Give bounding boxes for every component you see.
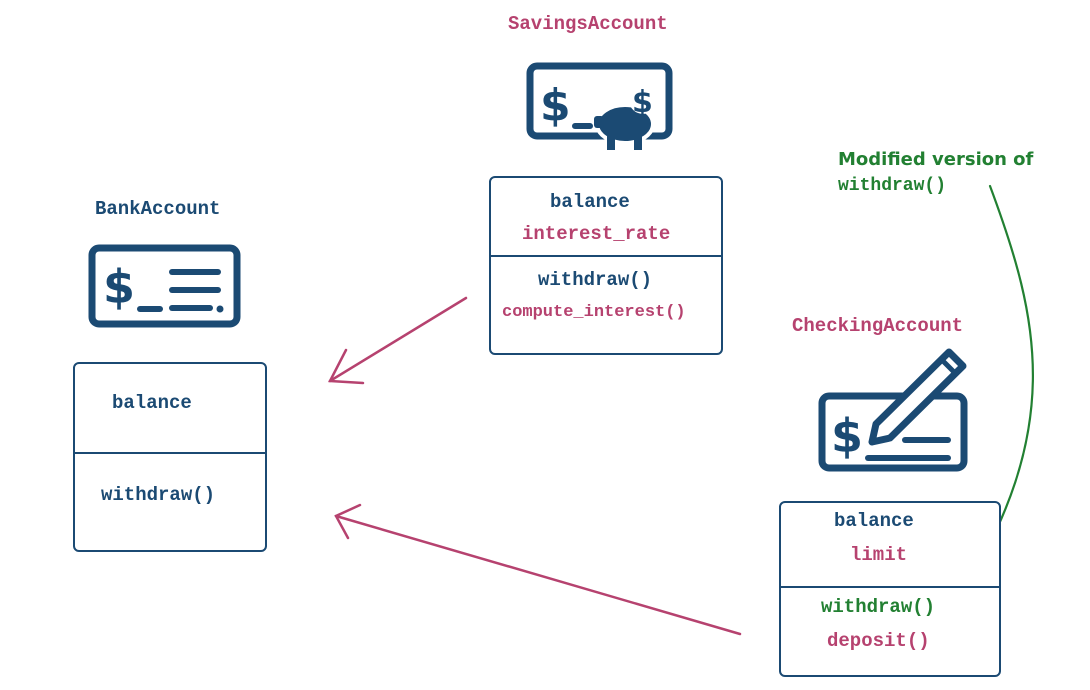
dollar-check-icon: $ [88,244,241,328]
savings-account-title: SavingsAccount [508,13,668,35]
dollar-piggy-bank-icon: $ $ [526,62,673,150]
checking-to-bank-arrow [334,503,742,636]
checking-account-title: CheckingAccount [792,315,964,337]
svg-text:$: $ [103,260,135,314]
checking-method-withdraw: withdraw() [821,596,936,618]
savings-account-class-box [489,176,723,355]
savings-attribute-balance: balance [550,191,630,213]
savings-method-withdraw: withdraw() [538,269,653,291]
class-divider [491,255,721,257]
checking-attribute-limit: limit [850,544,908,566]
dollar-check-pen-icon: $ [818,348,968,472]
annotation-text: Modified version of [838,149,1034,170]
svg-text:$: $ [632,85,653,120]
checking-account-class-box [779,501,1001,677]
bank-attribute-balance: balance [112,392,192,414]
checking-attribute-balance: balance [834,510,914,532]
bank-account-class-box [73,362,267,552]
savings-to-bank-arrow [328,296,468,385]
annotation-method: withdraw() [838,176,947,196]
class-divider [75,452,265,454]
class-divider [781,586,999,588]
bank-account-title: BankAccount [95,198,221,220]
checking-method-deposit: deposit() [827,630,930,652]
savings-attribute-interest-rate: interest_rate [522,223,671,245]
bank-method-withdraw: withdraw() [101,484,216,506]
svg-text:$: $ [540,80,571,131]
savings-method-compute-interest: compute_interest() [502,303,686,322]
svg-text:$: $ [831,409,863,463]
